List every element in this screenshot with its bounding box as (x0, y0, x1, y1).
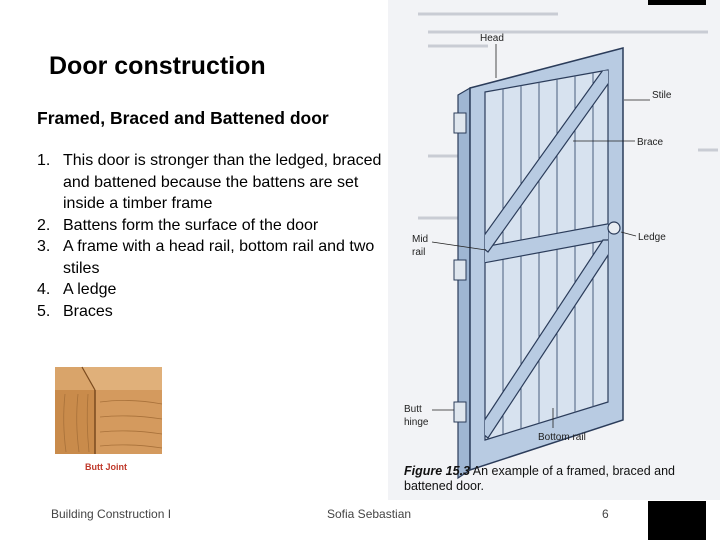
list-text: Battens form the surface of the door (63, 216, 319, 234)
list-item: 5. Braces (37, 301, 397, 323)
label-head: Head (480, 33, 504, 44)
joint-caption: Butt Joint (85, 462, 127, 472)
page-number: 6 (602, 507, 609, 521)
list-item: 2. Battens form the surface of the door (37, 215, 397, 237)
wood-grain (63, 393, 90, 453)
list-item: 1. This door is stronger than the ledged,… (37, 150, 397, 215)
door-knob-icon (607, 221, 621, 235)
figure-caption-line1: Figure 15.3 An example of a framed, brac… (404, 464, 675, 478)
joint-vertical-piece (55, 390, 95, 454)
label-bottom-rail: Bottom rail (538, 432, 586, 443)
leader-line (431, 241, 487, 251)
door-ledge (485, 221, 608, 265)
leader-line (620, 231, 637, 237)
joint-horizontal-piece (95, 390, 162, 454)
slide-title: Door construction (49, 52, 266, 80)
list-item: 4. A ledge (37, 279, 397, 301)
footer-author: Sofia Sebastian (327, 507, 412, 521)
list-number: 5. (37, 302, 51, 320)
butt-joint-figure: Butt Joint (55, 366, 163, 472)
joint-edge (81, 366, 96, 391)
list-text: A ledge (63, 281, 117, 298)
hinge-icon (453, 401, 467, 423)
label-mid-rail-line2: rail (412, 247, 425, 258)
list-number: 3. (37, 238, 51, 255)
label-stile: Stile (652, 90, 672, 101)
label-brace: Brace (637, 137, 664, 148)
list-number: 2. (37, 216, 51, 234)
label-mid-rail-line1: Mid (412, 234, 428, 245)
list-text: This door is stronger than the ledged, b… (63, 152, 382, 212)
figure-caption-line2: battened door. (404, 479, 484, 493)
door-brace-lower (485, 239, 608, 439)
list-text: Braces (63, 302, 113, 320)
label-butt-hinge-line2: hinge (404, 417, 429, 428)
door-brace-upper (485, 70, 608, 253)
door-figure: Head Stile Brace Mid rail Ledge Butt hin… (404, 12, 718, 493)
hinge-icon (453, 259, 467, 281)
footer-course: Building Construction I (51, 507, 172, 521)
list-text: A frame with a head rail, bottom rail an… (63, 238, 375, 277)
label-ledge: Ledge (638, 232, 666, 243)
joint-top-face-right (82, 367, 162, 390)
corner-bar-top (648, 0, 706, 5)
wood-grain (99, 400, 163, 449)
hinge-icon (453, 112, 467, 134)
door-battens (484, 69, 609, 441)
list-number: 1. (37, 152, 51, 169)
figure-number: Figure 15.3 (404, 464, 470, 478)
label-butt-hinge-line1: Butt (404, 404, 422, 415)
slide-subtitle: Framed, Braced and Battened door (37, 108, 329, 128)
list-item: 3. A frame with a head rail, bottom rail … (37, 236, 397, 279)
bullet-list: 1. This door is stronger than the ledged,… (37, 150, 397, 322)
corner-bar-bottom (648, 501, 706, 540)
figure-caption-text: An example of a framed, braced and (470, 464, 675, 478)
faded-background-text (418, 12, 718, 220)
list-number: 4. (37, 281, 51, 298)
